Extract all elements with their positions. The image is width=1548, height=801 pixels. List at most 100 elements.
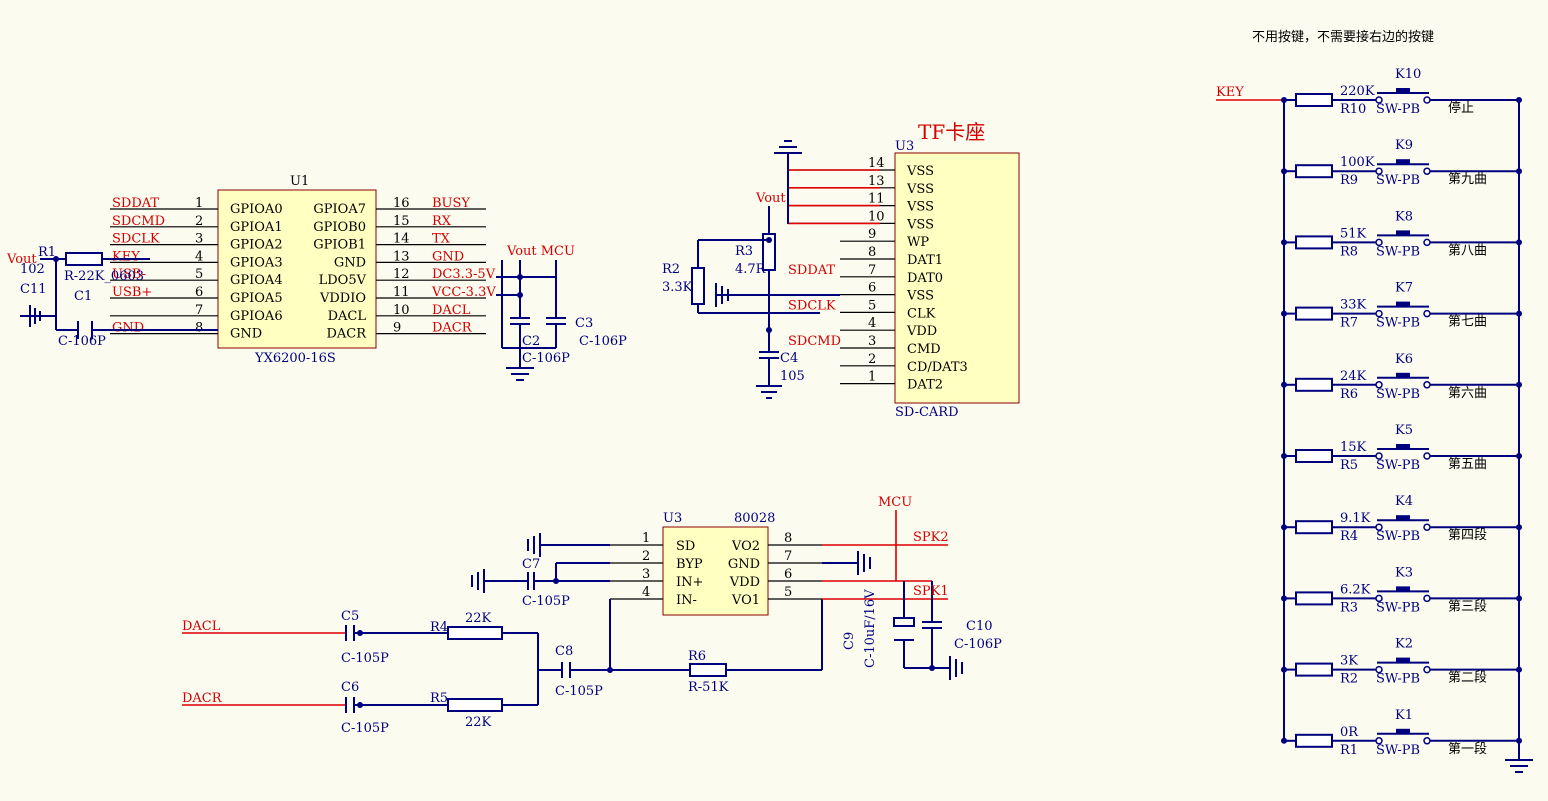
- u1-right-pin-name: GPIOB1: [313, 238, 366, 253]
- c11-ref: C11: [20, 282, 47, 297]
- key-resistor-ref: R4: [1340, 529, 1358, 544]
- c8-value: C-105P: [555, 684, 603, 699]
- key-resistor-value: 9.1K: [1340, 511, 1371, 526]
- tf-pin-net: SDCLK: [788, 298, 836, 313]
- u1-right-net: DC3.3-5V: [432, 267, 496, 282]
- key-function-label: 第五曲: [1448, 457, 1487, 472]
- tf-pin-num: 13: [868, 174, 885, 189]
- key-switch-cap: [1396, 729, 1410, 734]
- u1-left-pin-name: GPIOA4: [230, 273, 283, 288]
- key-resistor-value: 24K: [1340, 369, 1367, 384]
- key-switch-part: SW-PB: [1376, 387, 1420, 402]
- c1-ref: C1: [74, 289, 92, 304]
- tf-pin-name: VSS: [906, 217, 934, 232]
- key-switch-cap: [1396, 230, 1410, 235]
- tf-pin-num: 14: [868, 156, 885, 171]
- u1-left-pin-num: 3: [195, 232, 203, 247]
- c6-value: C-105P: [341, 721, 389, 736]
- key-switch-cap: [1396, 444, 1410, 449]
- key-row: K515KR5SW-PB第五曲: [1281, 423, 1522, 473]
- dacr-net: DACR: [182, 691, 223, 706]
- u1-right-net: VCC-3.3V: [431, 285, 496, 300]
- tf-pin-num: 6: [868, 281, 876, 296]
- key-row: K10220KR10SW-PB停止: [1281, 67, 1522, 117]
- amp-right-pin-num: 7: [784, 549, 792, 564]
- u1-right-pin-num: 14: [393, 232, 410, 247]
- key-resistor-value: 15K: [1340, 440, 1367, 455]
- u1-right-pin-num: 12: [393, 267, 410, 282]
- tf-pin-name: DAT1: [907, 253, 943, 268]
- c2-ref: C2: [522, 334, 540, 349]
- key-switch-cap: [1396, 373, 1410, 378]
- tf-title: TF卡座: [918, 120, 985, 144]
- c9-capacitor: [894, 618, 914, 626]
- u1-left-pin-num: 8: [195, 321, 203, 336]
- key-row: K733KR7SW-PB第七曲: [1281, 281, 1522, 331]
- key-resistor-ref: R9: [1340, 173, 1358, 188]
- key-ref: K3: [1395, 565, 1413, 580]
- mcu-net: MCU: [878, 495, 912, 510]
- key-resistor: [1296, 236, 1332, 248]
- u1-left-pin-num: 2: [195, 214, 203, 229]
- c6-ref: C6: [341, 680, 359, 695]
- amp-ref: U3: [663, 511, 682, 526]
- amp-left-pin-num: 4: [642, 585, 650, 600]
- tf-pin-name: DAT2: [907, 378, 943, 393]
- key-resistor-ref: R5: [1340, 458, 1358, 473]
- c8-ref: C8: [555, 644, 573, 659]
- r4-ref: R4: [430, 620, 448, 635]
- key-switch-part: SW-PB: [1376, 102, 1420, 117]
- tf-pin-name: CLK: [907, 306, 936, 321]
- key-function-label: 第九曲: [1448, 172, 1487, 187]
- u1-right-pin-num: 9: [393, 321, 401, 336]
- tf-pin-num: 7: [868, 263, 876, 278]
- key-switch-cap: [1396, 658, 1410, 663]
- u1-left-net: KEY: [112, 249, 140, 264]
- key-resistor: [1296, 735, 1332, 747]
- key-resistor-ref: R10: [1340, 102, 1366, 117]
- amp-right-pin-name: VDD: [729, 575, 760, 590]
- tf-pin-num: 8: [868, 245, 876, 260]
- r2-resistor: [692, 268, 704, 304]
- key-row: K10RR1SW-PB第一段: [1281, 708, 1522, 758]
- r5-resistor: [448, 699, 502, 711]
- key-row: K624KR6SW-PB第六曲: [1281, 352, 1522, 402]
- key-resistor-value: 220K: [1340, 84, 1375, 99]
- key-net: KEY: [1216, 85, 1244, 100]
- key-ref: K9: [1395, 138, 1413, 153]
- amp-right-pin-num: 6: [784, 567, 792, 582]
- amp-left-pin-name: SD: [676, 539, 695, 554]
- c5-value: C-105P: [341, 651, 389, 666]
- key-resistor-value: 51K: [1340, 226, 1367, 241]
- key-switch-cap: [1396, 159, 1410, 164]
- key-ref: K5: [1395, 423, 1413, 438]
- key-row: K9100KR9SW-PB第九曲: [1281, 138, 1522, 188]
- tf-part: SD-CARD: [895, 405, 959, 420]
- u1-left-pin-num: 1: [195, 196, 203, 211]
- c7-value: C-105P: [522, 594, 570, 609]
- key-row: K49.1KR4SW-PB第四段: [1281, 494, 1522, 544]
- tf-pin-num: 2: [868, 352, 876, 367]
- key-function-label: 第二段: [1448, 671, 1487, 686]
- u1-right-pin-name: LDO5V: [319, 273, 367, 288]
- tf-pin-name: VSS: [906, 182, 934, 197]
- r6-resistor: [690, 664, 726, 676]
- u1-left-net: SDCMD: [112, 214, 165, 229]
- key-function-label: 第七曲: [1448, 315, 1487, 330]
- c2-value: C-106P: [522, 351, 570, 366]
- r5-value: 22K: [465, 715, 492, 730]
- c9-value: C-10uF/16V: [863, 589, 878, 668]
- r5-ref: R5: [430, 691, 448, 706]
- tf-pin-name: VSS: [906, 289, 934, 304]
- u1-module: U1 YX6200-16S 1GPIOA0SDDAT2GPIOA1SDCMD3G…: [110, 174, 496, 366]
- tf-pin-net: SDDAT: [788, 263, 835, 278]
- u1-ref: U1: [290, 174, 309, 189]
- u1-right-net: DACL: [432, 303, 471, 318]
- amp-left-pin-name: IN+: [676, 575, 703, 590]
- key-function-label: 第四段: [1448, 528, 1487, 543]
- key-function-label: 第一段: [1448, 742, 1487, 757]
- tf-pin-name: VDD: [906, 324, 937, 339]
- key-ref: K2: [1395, 637, 1413, 652]
- u1-right-net: TX: [432, 232, 451, 247]
- u1-left-net: SDCLK: [112, 232, 160, 247]
